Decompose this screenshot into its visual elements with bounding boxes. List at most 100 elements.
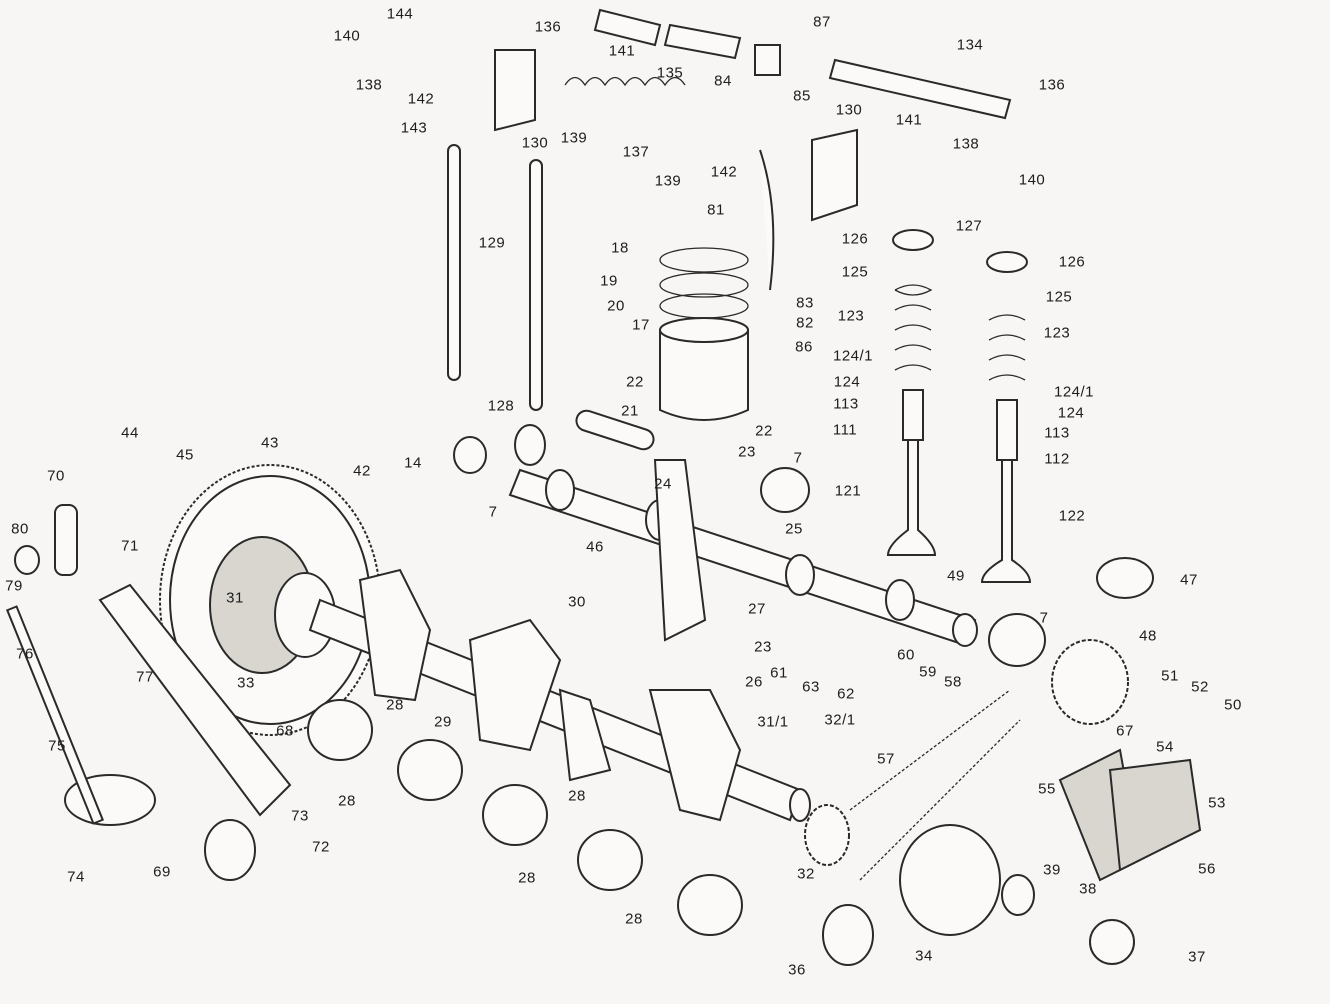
part-label: 49 [947, 567, 965, 585]
part-label: 33 [237, 674, 255, 692]
part-label: 31 [226, 589, 244, 607]
part-label: 20 [607, 297, 625, 315]
part-label: 136 [534, 18, 562, 36]
part-label: 28 [518, 869, 536, 887]
part-label: 124 [833, 373, 861, 391]
part-label: 70 [47, 467, 65, 485]
part-label: 7 [488, 503, 498, 521]
part-label: 85 [793, 87, 811, 105]
part-label: 62 [837, 685, 855, 703]
part-label: 84 [714, 72, 732, 90]
part-label: 74 [67, 868, 85, 886]
part-label: 7 [793, 449, 803, 467]
part-label: 22 [755, 422, 773, 440]
part-label: 135 [656, 64, 684, 82]
part-label: 123 [1043, 324, 1071, 342]
part-label: 26 [745, 673, 763, 691]
part-label: 75 [48, 737, 66, 755]
part-label: 31/1 [757, 713, 789, 731]
part-label: 129 [478, 234, 506, 252]
part-label: 140 [333, 27, 361, 45]
part-label: 139 [654, 172, 682, 190]
part-label: 55 [1038, 780, 1056, 798]
part-label: 77 [136, 668, 154, 686]
part-label: 111 [832, 421, 858, 439]
part-label: 125 [841, 263, 869, 281]
oil-pump [5, 504, 292, 881]
part-label: 69 [153, 863, 171, 881]
part-label: 127 [955, 217, 983, 235]
part-label: 37 [1188, 948, 1206, 966]
part-label: 141 [608, 42, 636, 60]
part-label: 134 [956, 36, 984, 54]
part-label: 21 [621, 402, 639, 420]
part-label: 67 [1116, 722, 1134, 740]
part-label: 123 [837, 307, 865, 325]
part-label: 126 [841, 230, 869, 248]
part-label: 122 [1058, 507, 1086, 525]
part-label: 53 [1208, 794, 1226, 812]
part-label: 141 [895, 111, 923, 129]
part-label: 80 [11, 520, 29, 538]
part-label: 113 [1044, 424, 1070, 442]
part-label: 112 [1044, 450, 1070, 468]
part-label: 14 [404, 454, 422, 472]
part-label: 138 [355, 76, 383, 94]
part-label: 46 [586, 538, 604, 556]
part-label: 48 [1139, 627, 1157, 645]
part-label: 17 [632, 316, 650, 334]
part-label: 87 [813, 13, 831, 31]
part-label: 47 [1180, 571, 1198, 589]
part-label: 27 [748, 600, 766, 618]
rocker-shafts [494, 8, 1012, 222]
part-label: 32 [797, 865, 815, 883]
part-label: 29 [434, 713, 452, 731]
part-label: 18 [611, 239, 629, 257]
part-label: 144 [386, 5, 414, 23]
part-label: 30 [568, 593, 586, 611]
part-label: 57 [877, 750, 895, 768]
part-label: 34 [915, 947, 933, 965]
part-label: 130 [521, 134, 549, 152]
part-label: 82 [796, 314, 814, 332]
part-label: 23 [754, 638, 772, 656]
part-label: 124/1 [1053, 383, 1095, 401]
part-label: 139 [560, 129, 588, 147]
part-label: 71 [121, 537, 139, 555]
part-label: 76 [16, 645, 34, 663]
part-label: 19 [600, 272, 618, 290]
part-label: 28 [386, 696, 404, 714]
bearings [307, 424, 1046, 936]
part-label: 51 [1161, 667, 1179, 685]
part-label: 130 [835, 101, 863, 119]
part-label: 73 [291, 807, 309, 825]
part-label: 140 [1018, 171, 1046, 189]
part-label: 59 [919, 663, 937, 681]
part-label: 72 [312, 838, 330, 856]
part-label: 23 [738, 443, 756, 461]
part-label: 142 [710, 163, 738, 181]
part-label: 43 [261, 434, 279, 452]
valves [886, 229, 1032, 583]
part-label: 39 [1043, 861, 1061, 879]
part-label: 124 [1057, 404, 1085, 422]
part-label: 121 [834, 482, 862, 500]
part-label: 24 [654, 475, 672, 493]
part-label: 81 [707, 201, 725, 219]
part-label: 45 [176, 446, 194, 464]
part-label: 113 [833, 395, 859, 413]
part-label: 28 [625, 910, 643, 928]
piston [575, 44, 781, 642]
part-label: 143 [400, 119, 428, 137]
part-label: 60 [897, 646, 915, 664]
part-label: 28 [568, 787, 586, 805]
part-label: 126 [1058, 253, 1086, 271]
part-label: 138 [952, 135, 980, 153]
part-label: 38 [1079, 880, 1097, 898]
part-label: 86 [795, 338, 813, 356]
part-label: 137 [622, 143, 650, 161]
part-label: 79 [5, 577, 23, 595]
part-label: 25 [785, 520, 803, 538]
part-label: 7 [1039, 609, 1049, 627]
